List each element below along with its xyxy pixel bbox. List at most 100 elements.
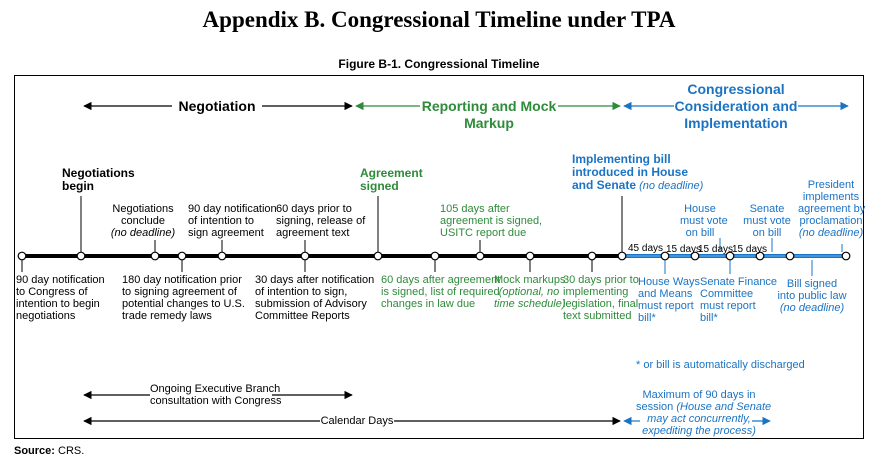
label-60-after-l1: 60 days after agreement [381, 274, 501, 286]
label-house-ways: House Ways and Means must report bill* [638, 276, 700, 324]
footnote: * or bill is automatically discharged [636, 359, 805, 371]
label-neg-conclude-l2: conclude [120, 215, 166, 227]
node-bill-signed [785, 251, 795, 261]
label-agreement-signed-l2: signed [360, 179, 399, 193]
label-30-prior-l4: text submitted [563, 310, 632, 322]
label-mock-l3: time schedule) [494, 298, 566, 310]
label-house-ways-l3: must report [638, 300, 694, 312]
node-90-notif [217, 251, 227, 261]
label-impl-bill-l2: introduced in House [572, 165, 689, 179]
label-house-ways-l1: House Ways [638, 276, 700, 288]
label-30-after-l1: 30 days after notification [255, 274, 375, 286]
label-senate-vote: Senate must vote on bill [742, 203, 792, 239]
label-180-day-l1: 180 day notification prior [122, 274, 242, 286]
label-maximum-l1: Maximum of 90 days in [642, 389, 756, 401]
label-senate-vote-l3: on bill [752, 227, 782, 239]
label-90-congress-l3: intention to begin [16, 298, 100, 310]
node-senate-vote [755, 251, 765, 261]
node-agreement-signed [373, 251, 383, 261]
label-30-prior: 30 days prior to implementing legislatio… [563, 274, 639, 322]
source-text: CRS. [54, 445, 85, 457]
label-maximum-l2: session [636, 401, 674, 413]
figure-title: Figure B-1. Congressional Timeline [338, 57, 540, 71]
label-bill-signed-l2: into public law [777, 290, 847, 302]
label-neg-begin: Negotiations begin [62, 167, 135, 193]
node-president [841, 251, 851, 261]
label-90-notif-l3: sign agreement [188, 227, 264, 239]
label-senate-finance-l2: Committee [700, 288, 754, 300]
label-house-vote-l2: must vote [680, 215, 728, 227]
label-president-l3: agreement by [798, 203, 866, 215]
node-usitc [475, 251, 485, 261]
phase-reporting: Reporting and Mock Markup [420, 98, 558, 132]
label-agreement-signed: Agreement signed [360, 167, 423, 193]
label-30-after-l4: Committee Reports [255, 310, 350, 322]
label-mock: Mock markups (optional, no time schedule… [494, 274, 566, 310]
label-60-prior-l1: 60 days prior to [276, 203, 352, 215]
label-bill-signed-l1: Bill signed [786, 278, 838, 290]
label-mock-l2: (optional, no [498, 286, 560, 298]
label-180-day-l3: potential changes to U.S. [122, 298, 245, 310]
label-neg-conclude: Negotiations conclude (no deadline) [110, 203, 176, 239]
interval-15-days-b: 15 days [698, 244, 734, 255]
label-president-l5: (no deadline) [798, 227, 864, 239]
node-30-prior [587, 251, 597, 261]
phase-reporting-line2: Markup [464, 115, 514, 131]
phase-negotiation: Negotiation [178, 98, 256, 114]
label-senate-finance-l3: must report [700, 300, 756, 312]
label-impl-bill-l1: Implementing bill [572, 152, 671, 166]
label-president-l4: proclamation [799, 215, 863, 227]
node-neg-conclude [150, 251, 160, 261]
label-30-after-l2: of intention to sign, [255, 286, 348, 298]
label-ongoing-l1: Ongoing Executive Branch [150, 383, 281, 395]
label-30-prior-l1: 30 days prior to [563, 274, 639, 286]
phase-reporting-line1: Reporting and Mock [421, 98, 557, 114]
label-90-congress: 90 day notification to Congress of inten… [16, 274, 105, 322]
label-neg-conclude-l3: (no deadline) [110, 227, 176, 239]
label-impl-bill-deadline: (no deadline) [636, 180, 704, 192]
label-180-day-l2: to signing agreement of [122, 286, 237, 298]
label-mock-l1: Mock markups [494, 274, 566, 286]
label-ongoing: Ongoing Executive Branch consultation wi… [150, 383, 281, 407]
label-90-notif-l2: of intention to [188, 215, 255, 227]
phase-consideration-line1: Congressional [687, 81, 785, 97]
label-agreement-signed-l1: Agreement [360, 166, 423, 180]
label-senate-finance-l4: bill* [700, 312, 718, 324]
label-90-congress-l2: to Congress of [16, 286, 88, 298]
label-30-prior-l2: implementing [563, 286, 629, 298]
label-president-l2: implements [802, 191, 860, 203]
node-60-prior [300, 251, 310, 261]
label-calendar-days: Calendar Days [320, 415, 394, 427]
label-neg-begin-l1: Negotiations [62, 166, 135, 180]
label-bill-signed: Bill signed into public law (no deadline… [776, 278, 848, 314]
node-90-congress [17, 251, 27, 261]
phase-consideration: Congressional Consideration and Implemen… [672, 81, 800, 132]
phase-consideration-line3: Implementation [684, 115, 788, 131]
label-60-after-l3: changes in law due [381, 298, 476, 310]
label-180-day-l4: trade remedy laws [122, 310, 212, 322]
label-usitc-l2: agreement is signed, [440, 215, 543, 227]
label-60-prior-l3: agreement text [276, 227, 350, 239]
label-90-congress-l1: 90 day notification [16, 274, 105, 286]
node-60-after [430, 251, 440, 261]
label-maximum: Maximum of 90 days in session (House and… [636, 389, 771, 437]
label-180-day: 180 day notification prior to signing ag… [122, 274, 245, 322]
node-180-day [177, 251, 187, 261]
label-house-ways-l2: and Means [638, 288, 693, 300]
label-30-prior-l3: legislation, final [563, 298, 639, 310]
label-90-congress-l4: negotiations [16, 310, 76, 322]
label-maximum-l3: may act concurrently, [647, 413, 751, 425]
label-house-vote: House must vote on bill [680, 203, 728, 239]
label-90-notif-l1: 90 day notification [188, 203, 277, 215]
interval-15-days-a: 15 days [666, 244, 702, 255]
label-usitc-l1: 105 days after [440, 203, 510, 215]
label-bill-signed-l3: (no deadline) [779, 302, 845, 314]
label-senate-finance: Senate Finance Committee must report bil… [700, 276, 777, 324]
interval-45-days: 45 days [628, 243, 664, 254]
label-house-vote-l1: House [684, 203, 716, 215]
label-president: President implements agreement by procla… [798, 179, 866, 239]
label-maximum-l2b: (House and Senate [673, 401, 772, 413]
label-senate-vote-l1: Senate [749, 203, 785, 215]
node-senate-finance [725, 251, 735, 261]
